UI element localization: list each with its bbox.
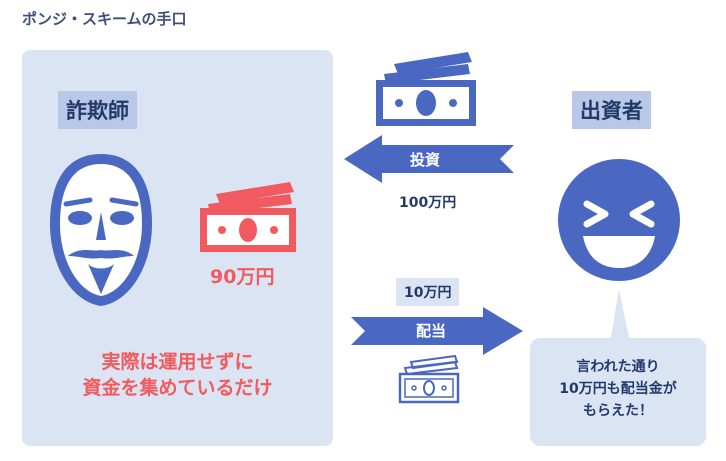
mask-icon (50, 154, 152, 306)
speech-bubble-tail (610, 290, 630, 342)
swindler-note-line1: 実際は運用せずに (101, 351, 254, 373)
invest-amount: 100万円 (391, 188, 465, 216)
speech-line2: 10万円も配当金が (559, 381, 677, 397)
dividend-arrow (351, 307, 523, 355)
money-blue-icon (376, 52, 476, 126)
swindler-note-line2: 資金を集めているだけ (82, 377, 273, 399)
speech-line1: 言われた通り (576, 359, 660, 375)
dividend-amount: 10万円 (396, 278, 460, 306)
speech-bubble (530, 338, 706, 446)
investor-label: 出資者 (572, 91, 651, 129)
swindler-label: 詐欺師 (58, 91, 137, 129)
money-small-icon (398, 354, 460, 404)
invest-arrow (344, 135, 514, 183)
page-title: ポンジ・スキームの手口 (22, 10, 187, 28)
dividend-label: 配当 (416, 322, 447, 340)
money-red-icon (200, 182, 296, 252)
invest-label: 投資 (410, 151, 441, 169)
kept-amount: 90万円 (210, 266, 275, 288)
speech-line3: もらえた！ (583, 403, 653, 419)
laughing-face-icon (558, 159, 680, 281)
